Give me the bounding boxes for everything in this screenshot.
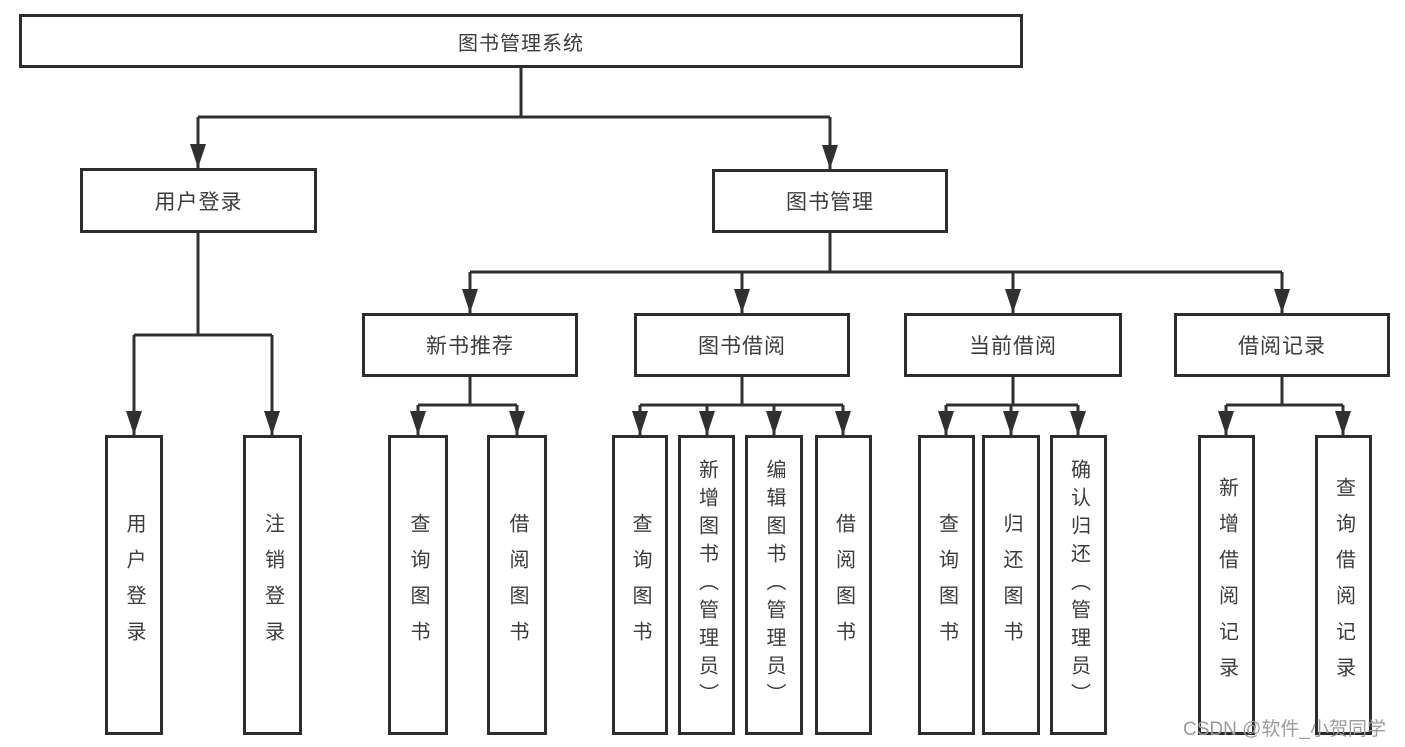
node-leaf-cb-confirm-return-admin: 确认归还（管理员） [1050,435,1107,735]
node-leaf-bb-query-book: 查询图书 [612,435,668,735]
node-leaf-cb-query-book-label: 查询图书 [935,513,958,657]
node-book-management-label: 图书管理 [786,191,874,214]
connectors [126,68,1351,435]
node-leaf-bb-edit-book-admin-label: 编辑图书（管理员） [763,459,785,711]
node-leaf-cb-confirm-return-admin-label: 确认归还（管理员） [1067,459,1090,711]
node-leaf-user-login: 用户登录 [105,435,163,735]
node-leaf-logout-label: 注销登录 [261,513,284,657]
node-borrowing-records-label: 借阅记录 [1238,335,1326,358]
node-new-book-recommend-label: 新书推荐 [426,335,514,358]
csdn-watermark: CSDN @软件_小贺同学 [1183,719,1386,740]
node-leaf-user-login-label: 用户登录 [123,513,145,657]
node-current-borrowing-label: 当前借阅 [969,335,1057,358]
node-book-borrowing-label: 图书借阅 [698,335,786,358]
node-leaf-bb-add-book-admin-label: 新增图书（管理员） [695,459,718,711]
node-leaf-nb-borrow-book: 借阅图书 [487,435,547,735]
node-leaf-cb-query-book: 查询图书 [918,435,975,735]
node-leaf-br-query-record: 查询借阅记录 [1315,435,1372,735]
node-leaf-bb-borrow-book: 借阅图书 [815,435,872,735]
node-book-management: 图书管理 [712,169,948,233]
node-root-system: 图书管理系统 [19,14,1023,68]
node-user-login: 用户登录 [80,168,317,233]
node-leaf-cb-return-book-label: 归还图书 [1000,513,1022,657]
node-leaf-logout: 注销登录 [243,435,302,735]
node-leaf-nb-query-book-label: 查询图书 [407,513,429,657]
node-leaf-cb-return-book: 归还图书 [982,435,1040,735]
node-leaf-bb-borrow-book-label: 借阅图书 [832,513,855,657]
node-root-system-label: 图书管理系统 [458,32,584,55]
node-book-borrowing: 图书借阅 [634,313,850,377]
node-leaf-bb-add-book-admin: 新增图书（管理员） [678,435,735,735]
node-user-login-label: 用户登录 [154,190,243,214]
node-new-book-recommend: 新书推荐 [362,313,578,377]
node-leaf-bb-edit-book-admin: 编辑图书（管理员） [745,435,803,735]
node-leaf-br-add-record: 新增借阅记录 [1198,435,1255,735]
node-leaf-nb-query-book: 查询图书 [388,435,448,735]
node-borrowing-records: 借阅记录 [1174,313,1390,377]
node-leaf-br-add-record-label: 新增借阅记录 [1215,477,1238,693]
node-leaf-br-query-record-label: 查询借阅记录 [1332,477,1355,693]
node-current-borrowing: 当前借阅 [904,313,1122,377]
node-leaf-bb-query-book-label: 查询图书 [629,513,651,657]
node-leaf-nb-borrow-book-label: 借阅图书 [506,513,528,657]
